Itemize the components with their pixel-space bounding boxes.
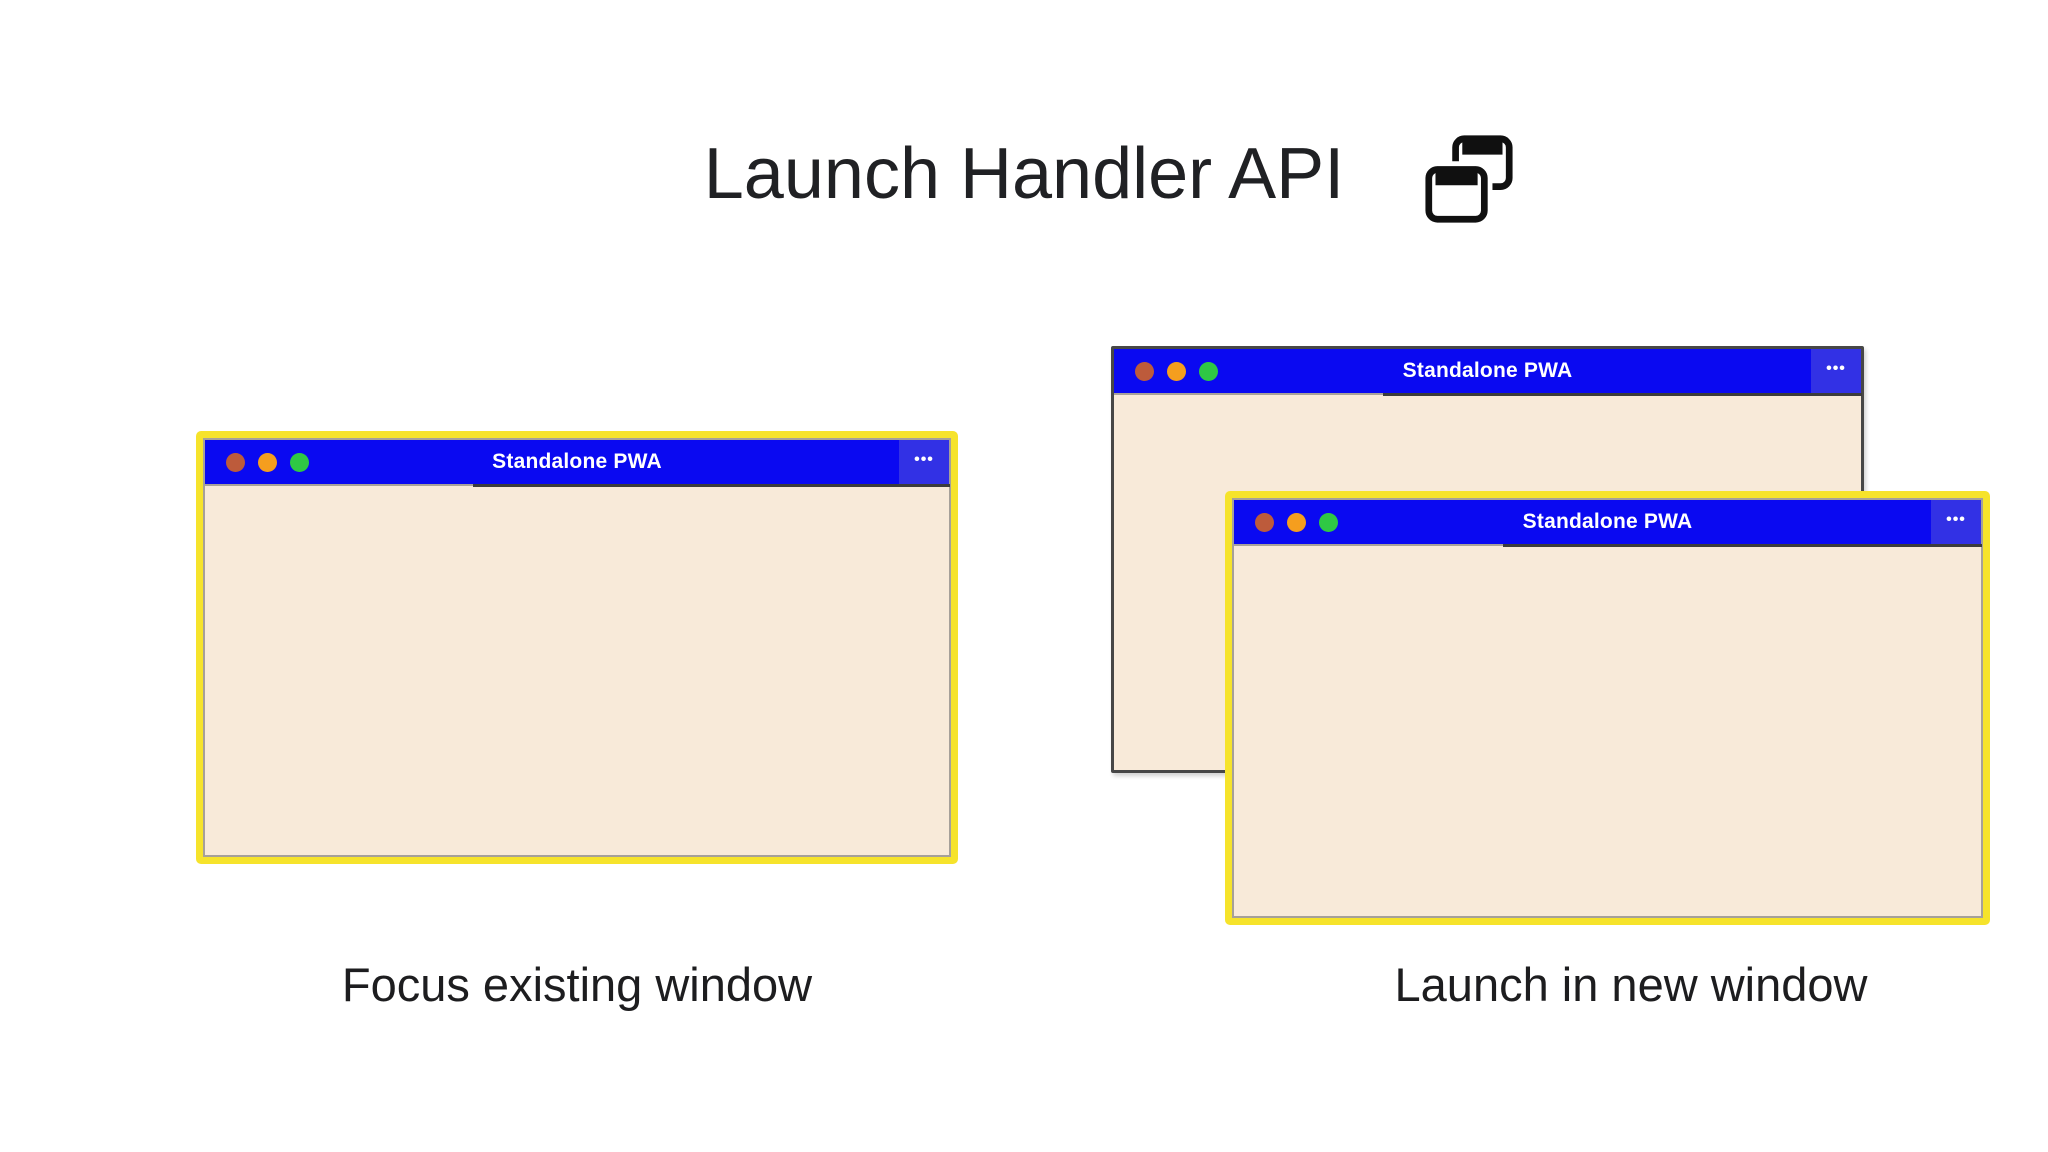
overflow-menu-button[interactable]: ••• [899,440,949,484]
window-titlebar: Standalone PWA ••• [1234,500,1982,547]
window-titlebar: Standalone PWA ••• [1114,349,1862,396]
caption-focus-existing: Focus existing window [341,958,813,1011]
ellipsis-icon: ••• [914,451,934,468]
traffic-light-buttons [1135,361,1218,381]
caption-launch-new-window: Launch in new window [1394,958,1868,1011]
overlapping-windows-icon [1420,134,1514,228]
window-titlebar: Standalone PWA ••• [205,440,950,487]
window-title: Standalone PWA [492,450,662,473]
overflow-menu-button[interactable]: ••• [1811,349,1861,393]
pwa-window-new: Standalone PWA ••• [1225,491,1990,925]
zoom-button-dot[interactable] [1319,512,1338,532]
minimize-button-dot[interactable] [1287,512,1306,532]
pwa-window-existing: Standalone PWA ••• [196,431,958,864]
window-title: Standalone PWA [1522,510,1693,533]
minimize-button-dot[interactable] [258,452,277,472]
window-content [205,484,949,855]
ellipsis-icon: ••• [1826,360,1846,377]
zoom-button-dot[interactable] [1199,361,1218,381]
window-frame: Standalone PWA ••• [203,438,951,857]
window-content [1234,544,1981,916]
minimize-button-dot[interactable] [1167,361,1186,381]
close-button-dot[interactable] [226,452,245,472]
traffic-light-buttons [226,452,309,472]
close-button-dot[interactable] [1135,361,1154,381]
ellipsis-icon: ••• [1946,511,1966,528]
page-title: Launch Handler API [703,134,1345,214]
window-frame: Standalone PWA ••• [1232,498,1983,918]
window-title: Standalone PWA [1402,359,1573,382]
zoom-button-dot[interactable] [290,452,309,472]
close-button-dot[interactable] [1255,512,1274,532]
traffic-light-buttons [1255,512,1338,532]
overflow-menu-button[interactable]: ••• [1931,500,1981,544]
